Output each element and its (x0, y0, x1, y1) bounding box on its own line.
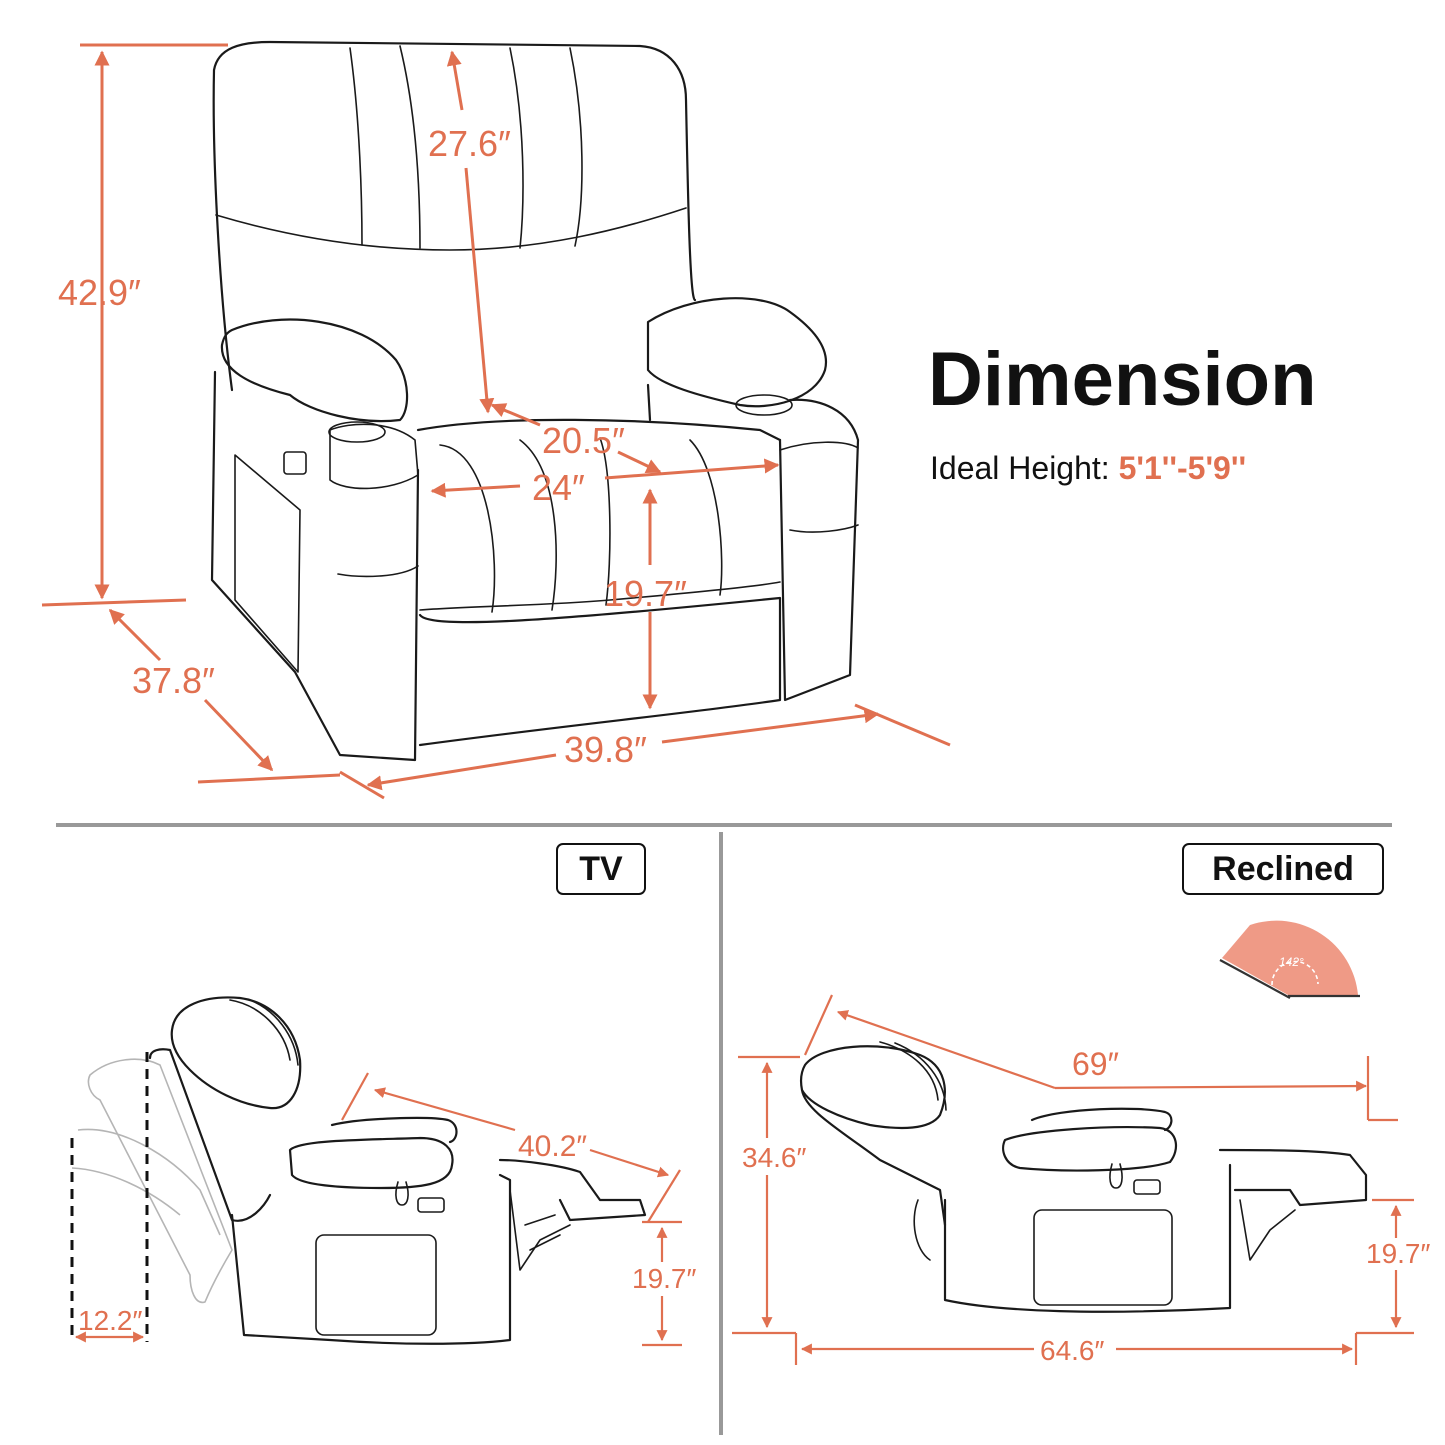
seat-depth-label: 20.5″ (542, 420, 625, 461)
ideal-height-value: 5'1''-5'9'' (1118, 450, 1247, 486)
reclined-dimension-lines (732, 994, 1414, 1365)
tv-length-label: 40.2″ (518, 1130, 587, 1163)
tv-position-label: TV (556, 843, 646, 895)
recline-angle-icon: 142° (1219, 920, 1360, 999)
ideal-height-line: Ideal Height: 5'1''-5'9'' (930, 450, 1246, 487)
recliner-tv-outline (148, 996, 647, 1345)
seat-width-label: 24″ (532, 467, 585, 508)
seat-height-label: 19.7″ (604, 573, 687, 614)
reclined-footrest-height-label: 19.7″ (1366, 1238, 1430, 1269)
ideal-height-label: Ideal Height: (930, 450, 1110, 486)
reclined-height-label: 34.6″ (742, 1142, 806, 1173)
reclined-floor-length-label: 64.6″ (1040, 1335, 1104, 1366)
overall-depth-label: 37.8″ (132, 660, 215, 701)
recliner-reclined-outline (799, 1041, 1368, 1313)
recliner-front-outline (210, 40, 860, 762)
recliner-tv-ghost-outline (71, 1058, 233, 1304)
tv-footrest-height-label: 19.7″ (632, 1263, 696, 1294)
backrest-height-label: 27.6″ (428, 123, 511, 164)
overall-height-label: 42.9″ (58, 272, 141, 313)
recline-angle-label: 142° (1279, 955, 1304, 969)
tv-dimension-lines (70, 1052, 682, 1347)
reclined-position-label: Reclined (1182, 843, 1384, 895)
tv-wall-clearance-label: 12.2″ (78, 1305, 142, 1336)
overall-width-label: 39.8″ (564, 729, 647, 770)
front-dimension-lines (41, 43, 951, 800)
reclined-length-label: 69″ (1072, 1046, 1119, 1082)
page-title: Dimension (928, 337, 1317, 422)
